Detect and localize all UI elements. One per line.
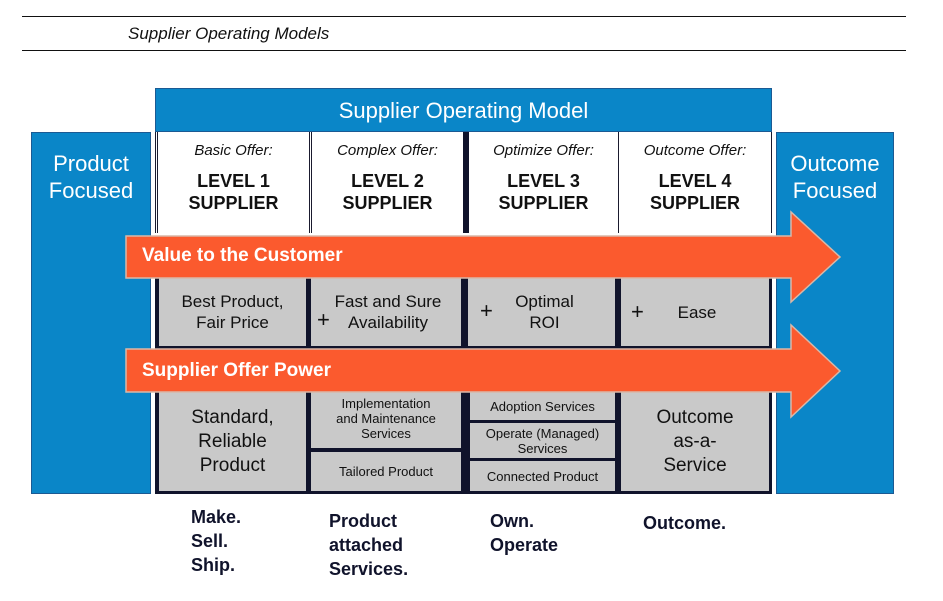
level-3-offer: Optimize Offer: — [493, 142, 594, 159]
outcome-focused-panel: Outcome Focused — [776, 132, 894, 494]
value-1-line-2: Fair Price — [196, 313, 269, 332]
outcome-focused-line-1: Outcome — [790, 151, 880, 176]
product-focused-panel: Product Focused — [31, 132, 151, 494]
model-header: Supplier Operating Model — [155, 88, 772, 132]
top-rule — [22, 16, 906, 17]
operate-line-1: Operate (Managed) — [485, 425, 600, 441]
level-2-header: Complex Offer: LEVEL 2 SUPPLIER — [309, 132, 463, 233]
offer-1-line-3: Product — [199, 454, 266, 476]
level-2-supplier: SUPPLIER — [342, 193, 433, 213]
level-1-offer: Basic Offer: — [194, 142, 273, 159]
offer-cell-operate-services: Operate (Managed) Services — [470, 423, 615, 458]
level-3-header: Optimize Offer: LEVEL 3 SUPPLIER — [463, 132, 618, 233]
offer-4-line-3: Service — [663, 454, 727, 476]
value-cell-3: + Optimal ROI — [468, 278, 615, 346]
value-to-customer-arrow — [125, 210, 842, 304]
tagline-level-1: Make. Sell. Ship. — [191, 505, 241, 577]
plus-sign: + — [480, 298, 493, 323]
offer-4-line-1: Outcome — [656, 406, 734, 428]
tagline-2-line-3: Services. — [329, 559, 409, 579]
offer-cell-tailored-product: Tailored Product — [311, 452, 461, 491]
impl-line-1: Implementation — [341, 396, 431, 411]
offer-1-line-2: Reliable — [198, 430, 267, 452]
offer-1-line-1: Standard, — [191, 406, 274, 428]
tagline-level-3: Own. Operate — [490, 509, 558, 557]
level-4-name: LEVEL 4 — [658, 171, 732, 191]
tagline-1-line-3: Ship. — [191, 555, 235, 575]
level-4-header: Outcome Offer: LEVEL 4 SUPPLIER — [618, 132, 772, 233]
impl-line-3: Services — [361, 426, 411, 441]
level-1-header: Basic Offer: LEVEL 1 SUPPLIER — [155, 132, 309, 233]
plus-sign: + — [631, 299, 644, 324]
value-3-line-2: ROI — [529, 313, 560, 332]
tagline-level-2: Product attached Services. — [329, 509, 408, 581]
tagline-4-line-1: Outcome. — [643, 513, 727, 533]
operate-line-2: Services — [517, 440, 568, 456]
plus-sign: + — [317, 307, 330, 332]
value-3-line-1: Optimal — [515, 292, 574, 311]
value-1-line-1: Best Product, — [181, 292, 284, 311]
level-2-offer: Complex Offer: — [337, 142, 438, 159]
value-4-line-1: Ease — [677, 302, 717, 322]
supplier-offer-power-arrow — [125, 323, 842, 419]
outcome-focused-line-2: Focused — [792, 178, 878, 203]
impl-line-2: and Maintenance — [336, 411, 436, 426]
value-cell-4: + Ease — [621, 278, 769, 346]
connected-product-label: Connected Product — [486, 468, 599, 484]
offer-cell-connected-product: Connected Product — [470, 461, 615, 491]
value-2-line-1: Fast and Sure — [334, 292, 442, 311]
offer-cell-adoption-services: Adoption Services — [470, 392, 615, 420]
page-title: Supplier Operating Models — [128, 24, 330, 43]
value-2-line-2: Availability — [347, 313, 428, 332]
level-4-offer: Outcome Offer: — [643, 142, 747, 159]
offer-cell-level-1: Standard, Reliable Product — [159, 392, 306, 491]
tagline-3-line-1: Own. — [490, 511, 534, 531]
supplier-offer-power-label: Supplier Offer Power — [142, 360, 331, 381]
level-3-name: LEVEL 3 — [507, 171, 580, 191]
product-focused-line-2: Focused — [48, 178, 134, 203]
tagline-1-line-1: Make. — [191, 507, 242, 527]
value-to-customer-label: Value to the Customer — [142, 245, 343, 266]
value-cell-2: + Fast and Sure Availability — [311, 278, 461, 346]
offer-4-line-2: as-a- — [673, 430, 717, 452]
level-3-supplier: SUPPLIER — [498, 193, 589, 213]
tailored-product-label: Tailored Product — [339, 464, 433, 479]
tagline-2-line-2: attached — [329, 535, 404, 555]
product-focused-line-1: Product — [53, 151, 129, 176]
offer-cell-level-4: Outcome as-a- Service — [621, 392, 769, 491]
level-4-supplier: SUPPLIER — [649, 193, 741, 213]
adoption-services-label: Adoption Services — [490, 398, 595, 414]
tagline-2-line-1: Product — [329, 511, 398, 531]
level-1-supplier: SUPPLIER — [188, 193, 279, 213]
bottom-rule — [22, 50, 906, 51]
tagline-level-4: Outcome. — [643, 511, 726, 535]
value-cell-1: Best Product, Fair Price — [159, 278, 306, 346]
tagline-3-line-2: Operate — [490, 535, 559, 555]
tagline-1-line-2: Sell. — [191, 531, 229, 551]
offer-cell-implementation: Implementation and Maintenance Services — [311, 392, 461, 448]
level-1-name: LEVEL 1 — [197, 171, 270, 191]
level-2-name: LEVEL 2 — [351, 171, 424, 191]
